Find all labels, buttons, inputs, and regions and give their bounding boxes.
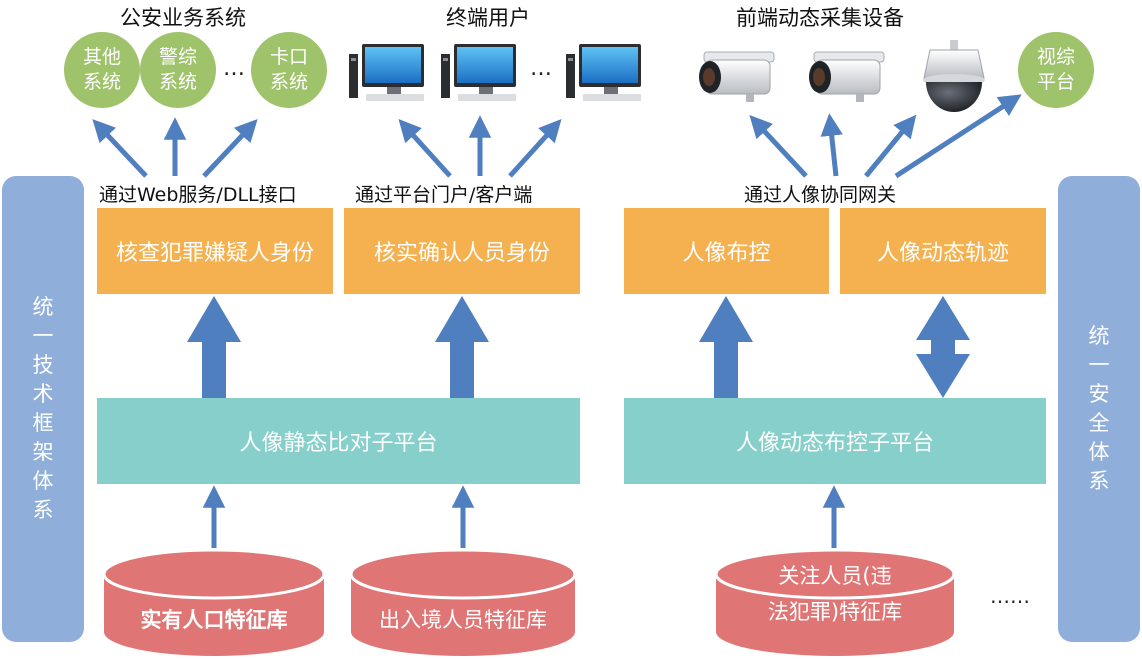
- title-front-devices: 前端动态采集设备: [736, 6, 904, 30]
- circle-police-integrated: 警综系统: [140, 32, 216, 108]
- sidebar-unified-tech-framework: 统一技术框架体系: [2, 176, 84, 642]
- box-portrait-trace: 人像动态轨迹: [840, 208, 1046, 294]
- box-confirm-person-identity: 核实确认人员身份: [344, 208, 580, 294]
- db-cylinder-population: [102, 548, 326, 656]
- fat-arrows: [187, 296, 970, 398]
- title-police-systems: 公安业务系统: [120, 6, 246, 30]
- db-cylinder-border: [349, 548, 577, 656]
- arrows-databases: [202, 485, 846, 548]
- box-dynamic-control-platform: 人像动态布控子平台: [624, 398, 1046, 484]
- db-watch-label-line2: 法犯罪)特征库: [767, 600, 903, 624]
- box-portrait-control: 人像布控: [624, 208, 829, 294]
- desktop-computer-icon: [441, 44, 516, 101]
- box-verify-suspect-identity: 核查犯罪嫌疑人身份: [97, 208, 333, 294]
- ellipsis-computers: …: [530, 56, 552, 81]
- box-static-comparison-platform: 人像静态比对子平台: [97, 398, 580, 484]
- sidebar-unified-security: 统一安全体系: [1058, 176, 1140, 642]
- desktop-computer-icon: [349, 44, 424, 101]
- arrows-police: [92, 117, 258, 178]
- db-cylinder-watch: [714, 548, 956, 656]
- bullet-camera-icon: [699, 51, 775, 102]
- db-border-label: 出入境人员特征库: [379, 608, 547, 632]
- title-end-users: 终端用户: [446, 6, 530, 30]
- caption-web-dll: 通过Web服务/DLL接口: [99, 184, 297, 206]
- bullet-camera-icon: [809, 51, 885, 102]
- circle-other-systems: 其他系统: [64, 32, 140, 108]
- dome-camera-icon: [923, 40, 985, 112]
- caption-gateway: 通过人像协同网关: [744, 184, 897, 206]
- db-watch-label-line1: 关注人员(违: [778, 564, 892, 588]
- ellipsis-police: …: [223, 56, 245, 81]
- circle-video-platform: 视综平台: [1018, 32, 1094, 108]
- db-population-label: 实有人口特征库: [140, 608, 288, 632]
- circle-checkpoint: 卡口系统: [251, 32, 327, 108]
- db-ellipsis: ……: [990, 584, 1030, 608]
- arrows-devices: [749, 94, 1022, 179]
- arrows-endusers: [398, 115, 562, 178]
- desktop-computer-icon: [566, 44, 641, 101]
- caption-portal-client: 通过平台门户/客户端: [355, 184, 533, 206]
